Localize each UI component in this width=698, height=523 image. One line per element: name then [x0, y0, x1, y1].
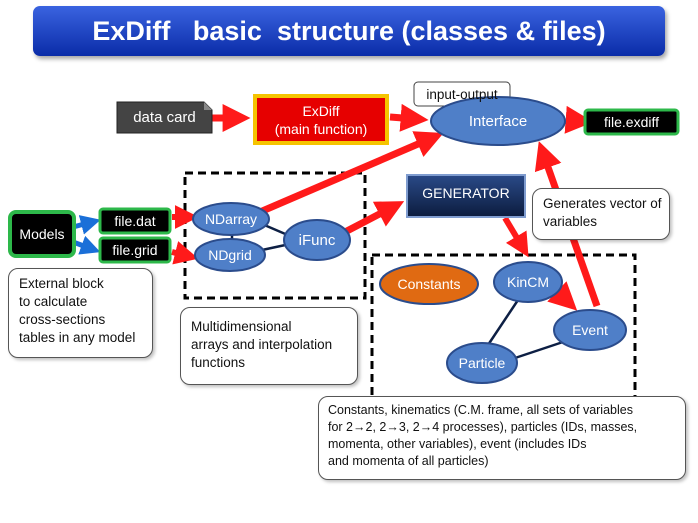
arrow-exdiff-interface	[389, 103, 429, 132]
title-banner: ExDiff basic structure (classes & files)	[33, 6, 665, 56]
input-output-label: input-output	[426, 86, 498, 102]
ndarray-label: NDarray	[204, 211, 258, 227]
arrow-models-filegrid	[72, 235, 101, 255]
exdiff-box-shape	[253, 94, 389, 145]
generates-vector-callout: Generates vector of variables	[532, 188, 670, 240]
event-label: Event	[572, 322, 608, 338]
event-ellipse	[553, 309, 627, 351]
interface-label: Interface	[468, 112, 528, 130]
kincm-ellipse	[493, 261, 563, 303]
ifunc-label: iFunc	[298, 231, 336, 249]
arrow-generator-kincm	[502, 216, 529, 258]
file-exdiff-box-shape	[583, 108, 680, 136]
arrow-models-filedat	[72, 215, 101, 235]
arrow-filegrid-ndgrid	[171, 241, 199, 265]
ndgrid-ellipse	[194, 238, 266, 272]
particle-label: Particle	[458, 355, 506, 371]
data-card-label: data card	[133, 109, 196, 126]
arrow-ifunc-generator	[343, 201, 405, 236]
arrow-interface-fileexdiff	[564, 105, 594, 134]
ndgrid-label: NDgrid	[208, 247, 252, 263]
models-box-shape	[8, 210, 76, 258]
external-block-callout: External block to calculate cross-sectio…	[8, 268, 153, 358]
file-dat-box-shape	[98, 207, 172, 235]
data-card-shape	[116, 101, 213, 134]
constants-label: Constants	[397, 276, 461, 292]
constants-description-callout: Constants, kinematics (C.M. frame, all s…	[318, 396, 686, 480]
exdiff-label: ExDiff (main function)	[255, 96, 387, 143]
link-particle-event	[514, 340, 564, 360]
file-exdiff-label: file.exdiff	[604, 114, 659, 130]
kincm-label: KinCM	[506, 274, 549, 290]
interpolation-group-box	[183, 171, 367, 300]
arrow-ndarray-interface	[258, 131, 444, 216]
ifunc-ellipse	[283, 219, 351, 261]
link-kincm-particle	[486, 299, 520, 346]
file-grid-box-shape	[98, 236, 172, 264]
particle-ellipse	[446, 342, 518, 384]
title-text: ExDiff basic structure (classes & files)	[92, 15, 606, 46]
interface-ellipse	[430, 96, 566, 146]
models-label: Models	[19, 226, 65, 242]
file-grid-label: file.grid	[112, 242, 158, 258]
exdiff-title: ExDiff	[302, 102, 340, 119]
generator-label: GENERATOR	[422, 185, 510, 201]
multidimensional-callout: Multidimensional arrays and interpolatio…	[180, 307, 358, 385]
file-dat-label: file.dat	[114, 213, 156, 229]
ndarray-ellipse	[192, 202, 270, 236]
constants-ellipse	[379, 263, 479, 305]
generator-box-shape	[406, 174, 526, 218]
exdiff-subtitle: (main function)	[274, 120, 368, 137]
